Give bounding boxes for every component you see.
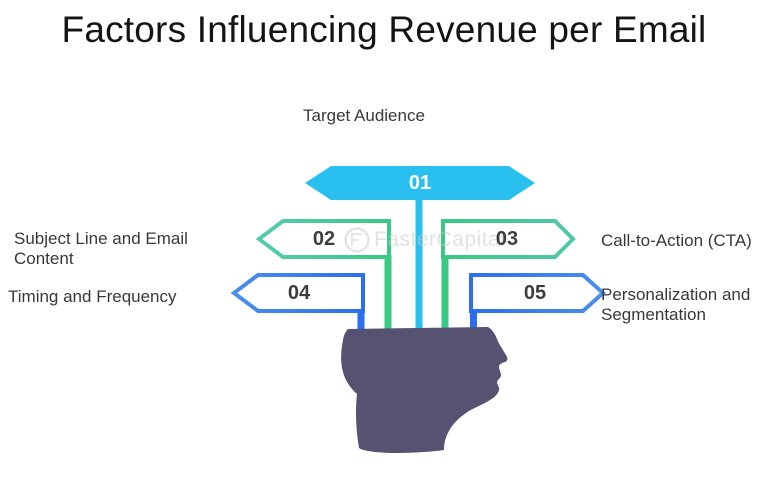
factor-02-arrow — [255, 219, 391, 259]
factor-03-number: 03 — [495, 228, 519, 250]
factor-01-banner — [305, 166, 535, 200]
factor-04-arrow — [230, 273, 365, 313]
factor-04-number: 04 — [287, 282, 311, 304]
factor-05-label: Personalization and Segmentation — [601, 285, 751, 325]
factor-02-label: Subject Line and Email Content — [14, 229, 188, 269]
factor-03-arrow — [441, 219, 576, 259]
connector-line-03 — [441, 255, 449, 332]
connector-line-02 — [384, 255, 392, 332]
factor-01-label: Target Audience — [303, 106, 425, 125]
connector-line-01 — [415, 198, 423, 332]
head-silhouette — [341, 327, 508, 453]
factor-01-number: 01 — [408, 172, 432, 194]
factor-05-number: 05 — [523, 282, 547, 304]
connector-line-04 — [357, 308, 365, 332]
factor-05-arrow — [469, 273, 606, 313]
factor-03-label: Call-to-Action (CTA) — [601, 231, 752, 250]
watermark-logo-icon — [344, 227, 370, 253]
factor-04-label: Timing and Frequency — [8, 287, 177, 306]
factor-02-number: 02 — [312, 228, 336, 250]
watermark: FasterCapital — [374, 228, 506, 251]
connector-line-05 — [470, 308, 477, 332]
page-title: Factors Influencing Revenue per Email — [61, 9, 707, 50]
